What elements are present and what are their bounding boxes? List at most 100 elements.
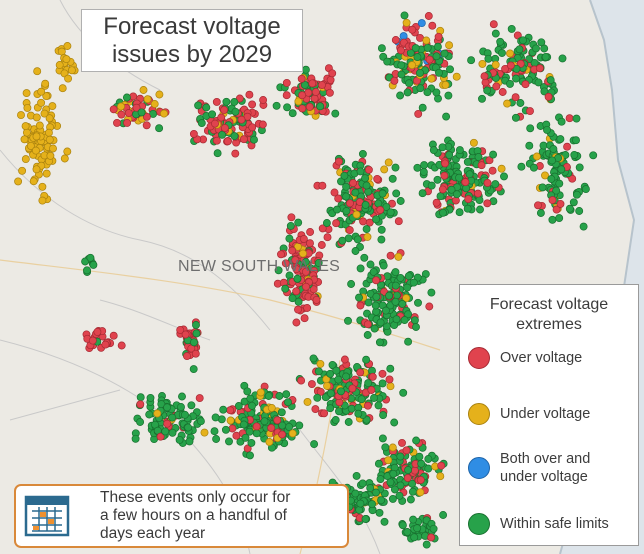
station-point [298,104,307,113]
station-point [440,171,449,180]
station-point [212,136,221,145]
station-point [515,45,524,54]
station-point [369,267,378,276]
legend-title-line-1: Forecast voltage [489,296,609,313]
station-point [492,82,501,91]
station-point [391,36,400,44]
station-point [301,258,310,266]
station-point [211,413,220,422]
station-point [373,174,382,183]
station-point [497,164,506,173]
map-title-box: Forecast voltage issues by 2029 [81,9,303,72]
station-point [160,109,168,118]
station-point [371,301,380,310]
station-point [441,80,450,89]
station-point [380,517,389,526]
station-point [548,156,557,165]
station-point [277,250,285,259]
station-point [200,428,209,437]
station-point [408,25,417,34]
station-point [435,68,443,77]
station-point [581,185,590,194]
station-point [288,109,297,118]
station-point [189,365,198,374]
legend-label-under-voltage-line-1: Under voltage [500,406,591,422]
station-point [197,119,206,128]
station-point [558,54,567,63]
station-point [306,239,314,248]
legend-title: Forecast voltage extremes [460,295,638,335]
station-point [136,418,145,426]
station-point [64,74,73,83]
station-point [379,411,388,420]
station-point [250,135,258,144]
station-point [146,393,155,402]
station-point [488,166,497,175]
station-point [83,266,91,275]
station-point [385,375,394,384]
station-point [377,235,386,244]
station-point [436,192,445,201]
station-point [425,302,434,311]
station-point [544,92,553,101]
station-point [32,132,41,141]
station-point [540,87,549,96]
station-point [274,266,283,275]
station-point [223,137,232,146]
station-point [17,111,25,120]
station-point [388,443,397,452]
station-point [344,316,352,325]
station-point [432,88,441,97]
station-point [63,147,72,156]
station-point [333,205,341,214]
station-point [376,318,385,327]
note-line-2: a few hours on a handful of [100,507,287,524]
station-point [288,294,297,303]
station-point [340,171,349,180]
station-point [416,68,424,77]
station-point [21,155,30,164]
station-point [434,32,443,41]
station-point [237,115,246,124]
station-point [403,88,412,97]
station-point [374,459,383,468]
station-point [405,79,414,88]
station-point [506,49,514,58]
station-point [485,156,494,165]
station-point [491,29,500,38]
station-point [384,456,393,465]
map-title-line-1: Forecast voltage [103,13,281,40]
station-point [541,52,550,61]
station-point [556,135,565,144]
station-point [334,157,343,166]
station-point [282,91,291,100]
station-point [579,222,588,231]
station-point [210,427,219,436]
legend-label-both-line-1: Both over and [500,451,591,467]
station-point [532,44,540,53]
station-point [314,258,323,267]
station-point [517,162,526,171]
station-point [334,194,343,203]
station-point [414,298,422,307]
station-point [455,208,464,217]
station-point [331,109,340,118]
station-point [326,369,335,378]
station-point [391,268,400,277]
station-point [122,93,131,102]
station-point [322,375,331,384]
station-point [569,198,578,207]
station-point [483,178,492,187]
station-point [31,146,40,155]
station-point [565,204,574,213]
station-point [408,61,416,70]
station-point [328,69,337,78]
station-point [370,324,379,333]
station-point [318,224,327,233]
station-point [428,21,437,30]
station-point [347,404,356,413]
station-point [437,461,446,470]
station-point [372,215,381,224]
